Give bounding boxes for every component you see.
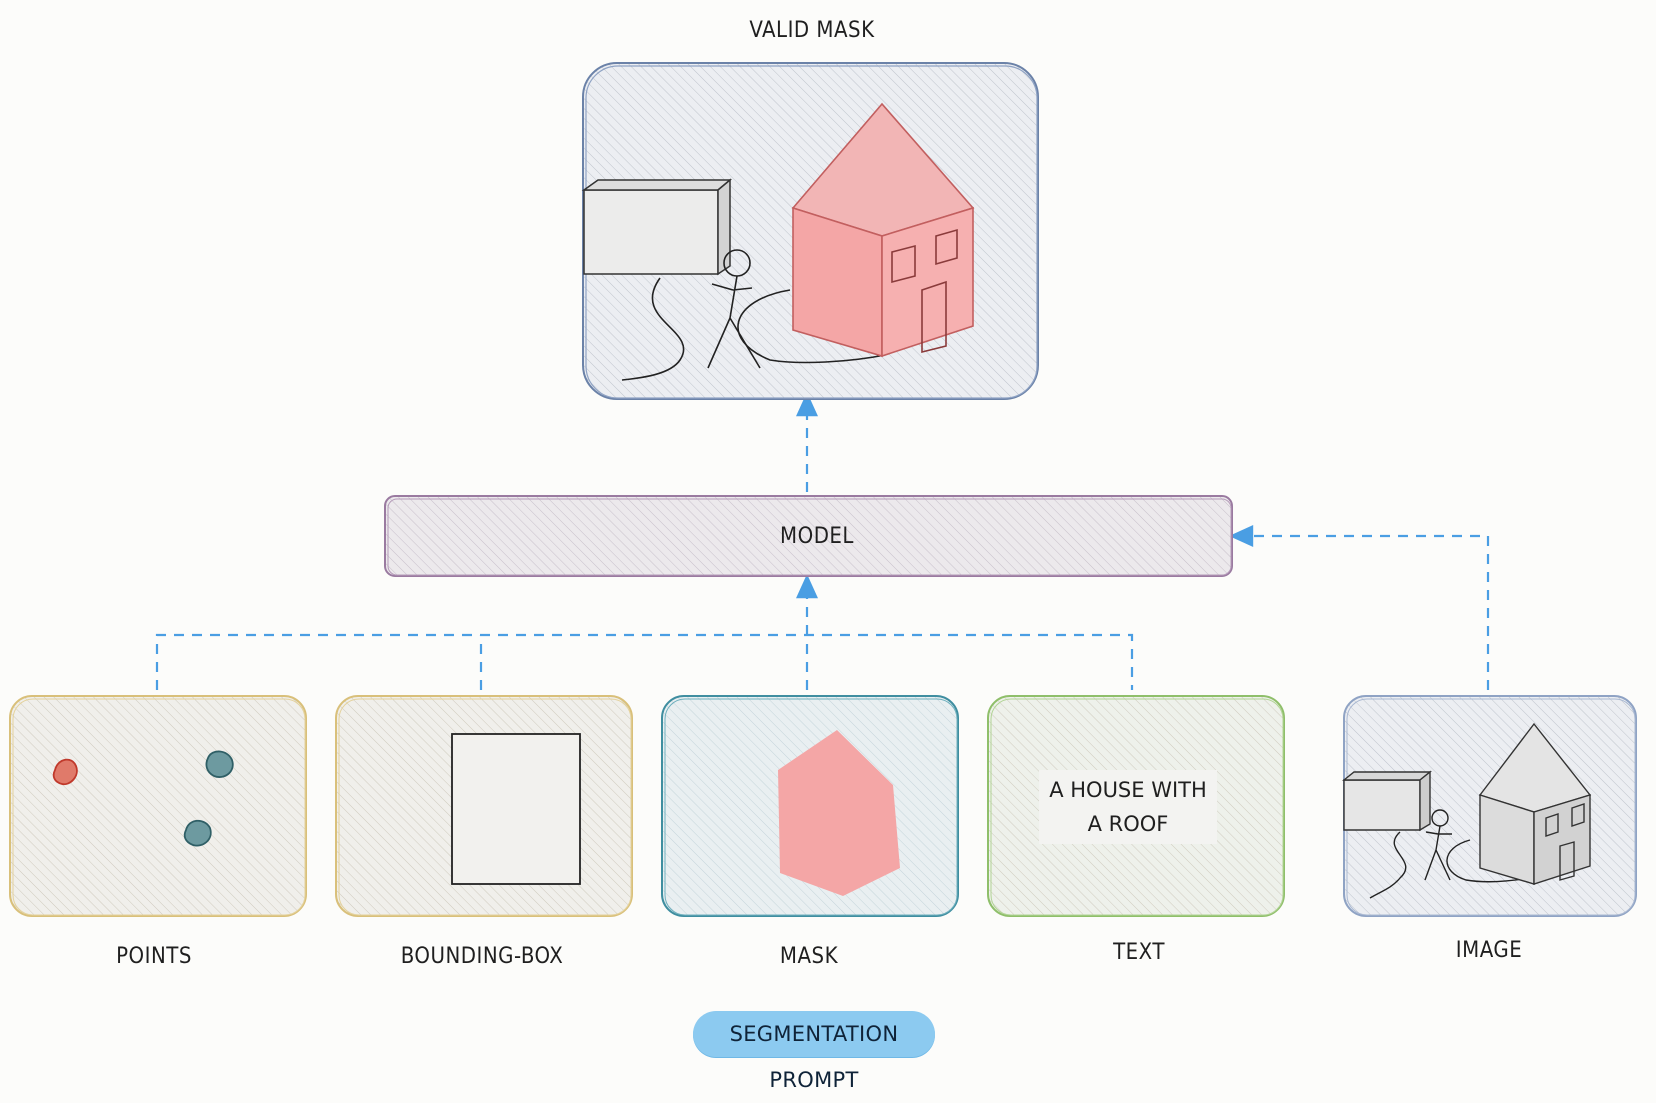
segmentation-prompt-label: SEGMENTATION PROMPT bbox=[729, 1022, 899, 1092]
point-marker-teal-2 bbox=[183, 819, 212, 847]
image-panel bbox=[1342, 695, 1637, 917]
valid-mask-label: VALID MASK bbox=[749, 18, 875, 43]
points-panel bbox=[9, 695, 307, 917]
image-label: IMAGE bbox=[1455, 938, 1523, 963]
connectors bbox=[155, 392, 1490, 690]
point-marker-red bbox=[52, 758, 78, 786]
points-label: POINTS bbox=[116, 944, 192, 969]
text-label: TEXT bbox=[1113, 940, 1165, 965]
valid-mask-house-masked bbox=[791, 102, 975, 358]
segmentation-prompt-pill bbox=[693, 1011, 935, 1057]
image-to-model-arrow bbox=[1229, 525, 1490, 690]
valid-mask-box-object bbox=[581, 178, 733, 276]
model-block bbox=[384, 495, 1233, 577]
bounding-box-rect bbox=[451, 733, 581, 885]
prompt-bus-line bbox=[155, 633, 1134, 690]
image-house bbox=[1478, 722, 1592, 885]
valid-mask-panel bbox=[581, 62, 1039, 400]
bounding-box-panel bbox=[335, 695, 633, 917]
point-marker-teal-1 bbox=[205, 750, 234, 778]
mask-label: MASK bbox=[779, 944, 839, 969]
image-box-object bbox=[1342, 770, 1432, 832]
mask-panel bbox=[661, 695, 959, 917]
valid-mask-person bbox=[621, 249, 886, 381]
model-label: MODEL bbox=[780, 524, 854, 549]
bounding-box-label: BOUNDING-BOX bbox=[400, 944, 564, 969]
diagram-canvas bbox=[9, 62, 1637, 917]
text-prompt-box: A HOUSE WITH A ROOF bbox=[1039, 770, 1217, 844]
mask-shape bbox=[778, 730, 900, 896]
